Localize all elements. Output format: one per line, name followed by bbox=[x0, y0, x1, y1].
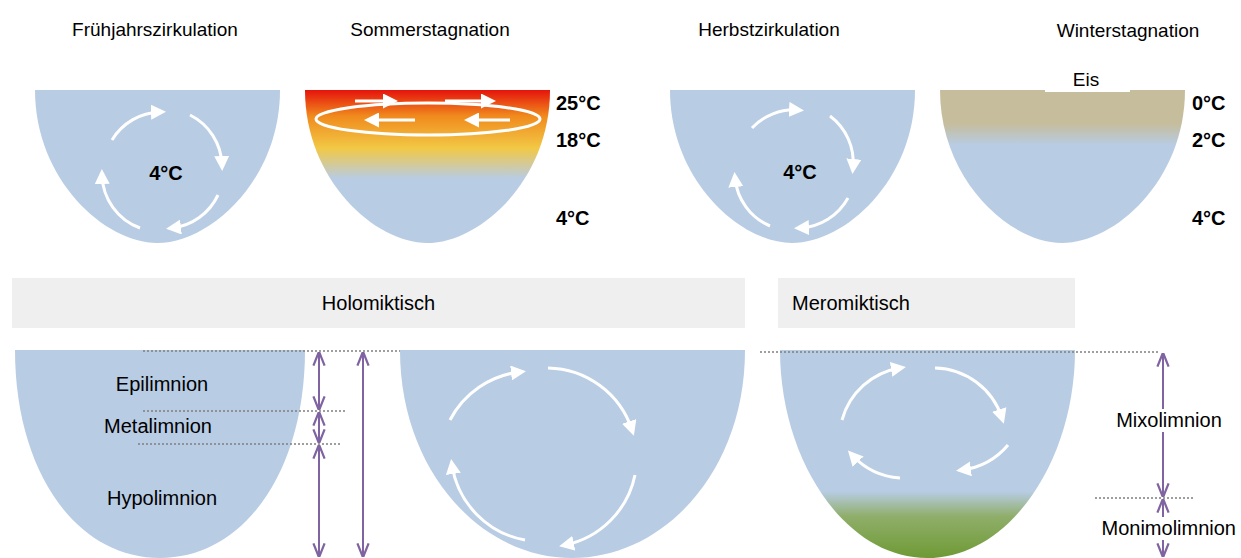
temperature-label: 0°C bbox=[1192, 92, 1226, 115]
ice-label: Eis bbox=[1073, 69, 1099, 91]
layer-name: Epilimnion bbox=[116, 373, 208, 396]
category-band: Holomiktisch bbox=[12, 278, 745, 328]
season-title: Sommerstagnation bbox=[350, 19, 509, 41]
temperature-label: 2°C bbox=[1192, 129, 1226, 152]
layer-name: Metalimnion bbox=[104, 415, 212, 438]
band-label: Holomiktisch bbox=[322, 292, 435, 315]
season-title: Frühjahrszirkulation bbox=[72, 19, 238, 41]
season-title: Herbstzirkulation bbox=[698, 19, 840, 41]
layer-name: Hypolimnion bbox=[107, 487, 217, 510]
temperature-label: 18°C bbox=[556, 129, 601, 152]
layer-name: Monimolimnion bbox=[1100, 517, 1239, 540]
temperature-label: 4°C bbox=[149, 162, 183, 185]
layer-name: Mixolimnion bbox=[1114, 409, 1224, 432]
temperature-label: 4°C bbox=[1192, 207, 1226, 230]
temperature-label: 4°C bbox=[556, 207, 590, 230]
temperature-label: 25°C bbox=[556, 92, 601, 115]
band-label: Meromiktisch bbox=[792, 292, 910, 315]
temperature-label: 4°C bbox=[783, 161, 817, 184]
season-title: Winterstagnation bbox=[1057, 20, 1200, 42]
category-band: Meromiktisch bbox=[778, 278, 1075, 328]
